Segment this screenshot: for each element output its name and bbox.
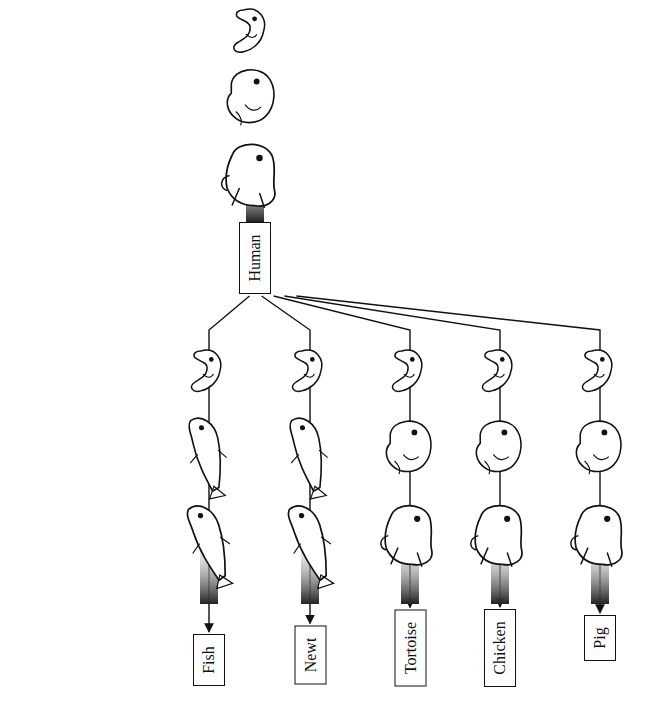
embryo-part <box>298 512 305 519</box>
embryo-part <box>476 421 521 471</box>
early-embryo <box>191 350 220 391</box>
embryo-part <box>600 357 605 362</box>
mid-embryo <box>227 70 274 125</box>
mid-embryo <box>386 421 431 474</box>
species-name: Chicken <box>492 614 508 681</box>
embryo-part <box>252 16 257 21</box>
embryo-part <box>246 34 257 37</box>
embryo-part <box>299 425 305 431</box>
embryo-part <box>385 506 432 565</box>
embryo-part <box>475 506 522 565</box>
species-label-box: Pig <box>584 615 616 661</box>
species-name: Tortoise <box>402 615 418 681</box>
species-name: Pig <box>592 620 608 655</box>
embryo-part <box>386 421 431 471</box>
embryo-part <box>571 536 612 567</box>
elongated-embryo <box>282 414 335 501</box>
embryo-part <box>502 430 508 436</box>
species-label-box: Newt <box>294 626 326 685</box>
embryo-part <box>234 9 265 52</box>
embryo-part <box>412 430 418 436</box>
species-name: Human <box>247 227 263 288</box>
embryo-part <box>254 79 260 85</box>
embryo-part <box>304 374 315 377</box>
embryo-part <box>227 70 274 123</box>
species-label-box: Tortoise <box>394 610 426 687</box>
elongated-embryo <box>280 500 343 593</box>
early-embryo <box>582 350 611 391</box>
early-embryo <box>392 350 421 391</box>
embryo-part <box>410 357 415 362</box>
early-embryo <box>292 350 321 391</box>
embryo-part <box>494 374 505 377</box>
embryo-part <box>482 350 511 391</box>
embryo-part <box>197 512 204 519</box>
embryo-part <box>471 536 512 567</box>
embryo-part <box>290 449 336 502</box>
embryo-part <box>575 506 622 565</box>
embryo-part <box>189 449 235 502</box>
embryo-part <box>604 516 610 522</box>
late-embryo <box>222 144 275 208</box>
species-name: Newt <box>302 631 318 680</box>
embryo-part <box>414 516 420 522</box>
embryo-part <box>585 454 609 474</box>
embryo-part <box>404 374 415 377</box>
embryo-part <box>292 350 321 391</box>
descent-arrow <box>296 296 600 613</box>
embryo-part <box>236 105 261 126</box>
embryo-part <box>190 535 241 593</box>
embryo-part <box>500 357 505 362</box>
descent-arrow <box>284 296 500 607</box>
embryo-part <box>576 421 621 471</box>
species-label-box: Chicken <box>484 609 516 687</box>
embryo-part <box>381 536 422 567</box>
elongated-embryo <box>181 414 234 501</box>
embryo-part <box>582 350 611 391</box>
species-label-box: Human <box>239 222 271 294</box>
embryo-part <box>209 357 214 362</box>
embryo-part <box>203 374 214 377</box>
embryo-part <box>226 144 275 206</box>
embryo-part <box>594 374 605 377</box>
species-label-box: Fish <box>193 634 225 686</box>
embryo-part <box>392 350 421 391</box>
embryo-part <box>256 155 263 162</box>
early-embryo <box>482 350 511 391</box>
early-embryo <box>234 9 265 52</box>
elongated-embryo <box>179 500 242 593</box>
embryo-part <box>191 350 220 391</box>
embryo-part <box>504 516 510 522</box>
embryo-part <box>395 454 419 474</box>
embryo-part <box>485 454 509 474</box>
late-embryo <box>571 506 622 567</box>
embryo-part <box>198 425 204 431</box>
embryo-part <box>291 535 342 593</box>
species-name: Fish <box>201 639 217 681</box>
embryo-part <box>310 357 315 362</box>
mid-embryo <box>476 421 521 474</box>
late-embryo <box>471 506 522 567</box>
embryo-part <box>602 430 608 436</box>
embryo-part <box>222 176 265 209</box>
mid-embryo <box>576 421 621 474</box>
late-embryo <box>381 506 432 567</box>
